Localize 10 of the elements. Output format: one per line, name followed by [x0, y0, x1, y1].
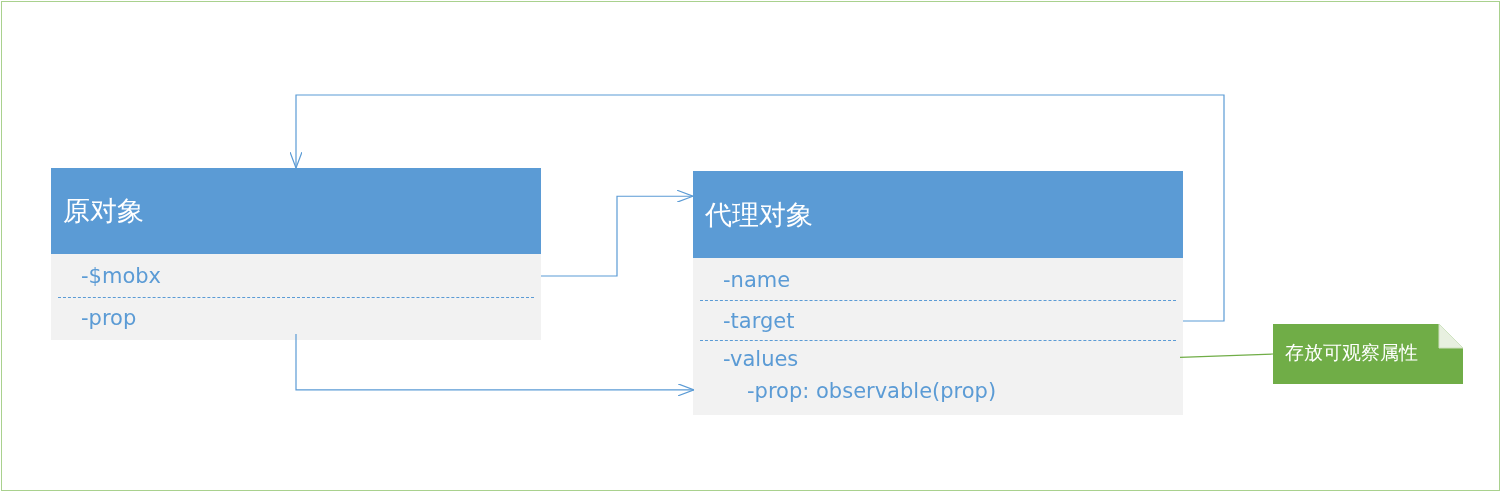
- class-box: [51, 168, 541, 340]
- connector-arrow: [289, 94, 1225, 322]
- leader-line: [1179, 353, 1274, 358]
- connector-arrow: [540, 189, 694, 277]
- attribute-text: -values: [722, 347, 799, 371]
- class-header: 代理对象: [693, 171, 1183, 258]
- note-text: 存放可观察属性: [1285, 340, 1418, 365]
- connector-arrow: [295, 333, 695, 397]
- nested-attribute-text: -prop: observable(prop): [746, 379, 997, 403]
- class-header: 原对象: [51, 168, 541, 254]
